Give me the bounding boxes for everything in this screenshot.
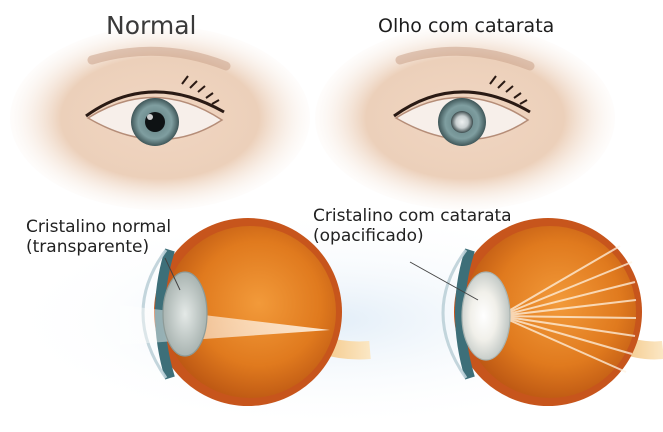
title-cataract: Olho com catarata [378,16,554,38]
normal-eye-photo [10,26,310,210]
opaque-lens [462,272,510,360]
title-normal: Normal [106,12,196,41]
pupil-highlight [147,114,153,120]
caption-cataract-lens: Cristalino com catarata (opacificado) [313,207,512,246]
caption-normal-line2: (transparente) [26,238,171,258]
caption-normal-line1: Cristalino normal [26,218,171,238]
caption-cataract-line1: Cristalino com catarata [313,207,512,227]
caption-normal-lens: Cristalino normal (transparente) [26,218,171,257]
cataract-eye-photo [315,26,615,210]
cloudy-pupil [451,111,473,133]
clear-lens [163,272,207,356]
caption-cataract-line2: (opacificado) [313,227,512,247]
